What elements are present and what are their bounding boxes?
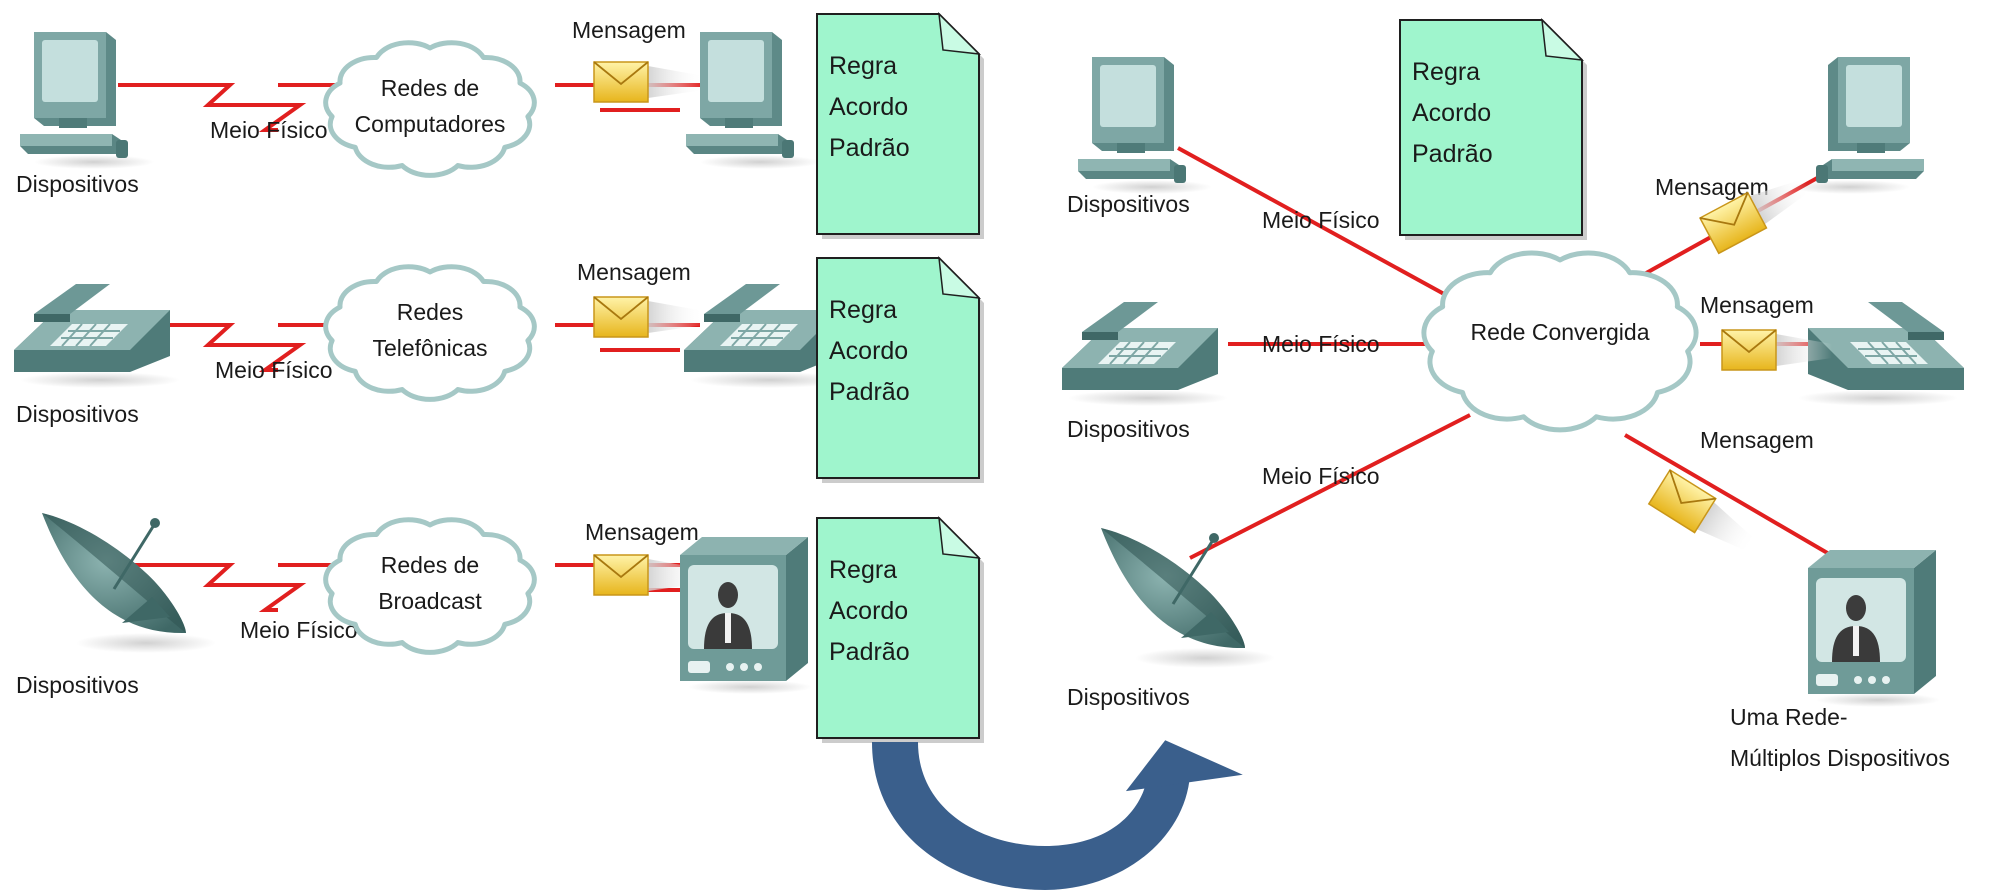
computer-icon	[1078, 57, 1212, 194]
media-label: Meio Físico	[1262, 463, 1380, 489]
network-name: Broadcast	[378, 588, 482, 614]
rule-line: Regra	[829, 556, 897, 584]
media-label: Meio Físico	[240, 617, 358, 643]
telephone-icon	[13, 283, 181, 389]
envelope-icon	[1699, 178, 1811, 255]
rule-line: Regra	[1412, 58, 1480, 86]
device-label: Dispositivos	[16, 171, 139, 197]
envelope-icon	[1721, 329, 1832, 371]
media-label: Meio Físico	[210, 117, 328, 143]
message-label: Mensagem	[572, 17, 686, 43]
network-row: Dispositivos Meio Físico Redes de Broadcast…	[16, 511, 984, 743]
multi-device-caption: Uma Rede-	[1730, 704, 1848, 730]
rule-line: Padrão	[829, 378, 910, 406]
link-line	[118, 563, 307, 612]
television-icon	[1808, 550, 1940, 707]
network-name: Redes de	[381, 75, 479, 101]
device-label: Dispositivos	[16, 401, 139, 427]
message-label: Mensagem	[1700, 427, 1814, 453]
rule-line: Acordo	[829, 597, 908, 625]
converged-network: Rede Convergida RegraAcordoPadrãoDisposit…	[1061, 17, 1965, 771]
rule-line: Padrão	[829, 134, 910, 162]
envelope-icon	[593, 296, 704, 338]
network-name: Computadores	[355, 111, 506, 137]
telephone-icon	[1061, 301, 1229, 407]
network-name: Redes	[397, 299, 463, 325]
television-icon	[680, 537, 812, 694]
device-label: Dispositivos	[1067, 416, 1190, 442]
network-cloud	[323, 40, 537, 178]
media-label: Meio Físico	[1262, 207, 1380, 233]
device-label: Dispositivos	[16, 672, 139, 698]
computer-icon	[1790, 57, 1924, 194]
rule-line: Padrão	[829, 638, 910, 666]
network-name: Rede Convergida	[1470, 319, 1649, 345]
satellite-dish-icon	[40, 511, 218, 655]
link-line	[1189, 413, 1471, 560]
network-cloud	[323, 264, 537, 402]
rule-line: Regra	[829, 296, 897, 324]
computer-icon	[20, 32, 154, 169]
message-label: Mensagem	[1700, 292, 1814, 318]
multi-device-caption: Múltiplos Dispositivos	[1730, 745, 1950, 771]
rule-line: Acordo	[829, 93, 908, 121]
satellite-dish-icon	[1099, 526, 1277, 670]
device-label: Dispositivos	[1067, 191, 1190, 217]
link-line	[118, 323, 307, 372]
message-label: Mensagem	[585, 519, 699, 545]
rule-line: Acordo	[1412, 99, 1491, 127]
network-name: Telefônicas	[372, 335, 487, 361]
envelope-icon	[1647, 469, 1756, 553]
media-label: Meio Físico	[215, 357, 333, 383]
network-name: Redes de	[381, 552, 479, 578]
envelope-icon	[593, 61, 704, 103]
device-label: Dispositivos	[1067, 684, 1190, 710]
rule-line: Padrão	[1412, 140, 1493, 168]
computer-icon	[686, 32, 820, 169]
link-line	[1623, 433, 1850, 567]
curved-arrow-icon	[872, 740, 1243, 890]
link-line	[118, 83, 307, 132]
rule-line: Regra	[829, 52, 897, 80]
network-cloud	[323, 517, 537, 655]
network-cloud	[1421, 250, 1699, 433]
media-label: Meio Físico	[1262, 331, 1380, 357]
link-line	[1177, 146, 1456, 302]
message-label: Mensagem	[577, 259, 691, 285]
rule-line: Acordo	[829, 337, 908, 365]
network-row: Dispositivos Meio Físico Redes de Computado…	[16, 11, 984, 239]
